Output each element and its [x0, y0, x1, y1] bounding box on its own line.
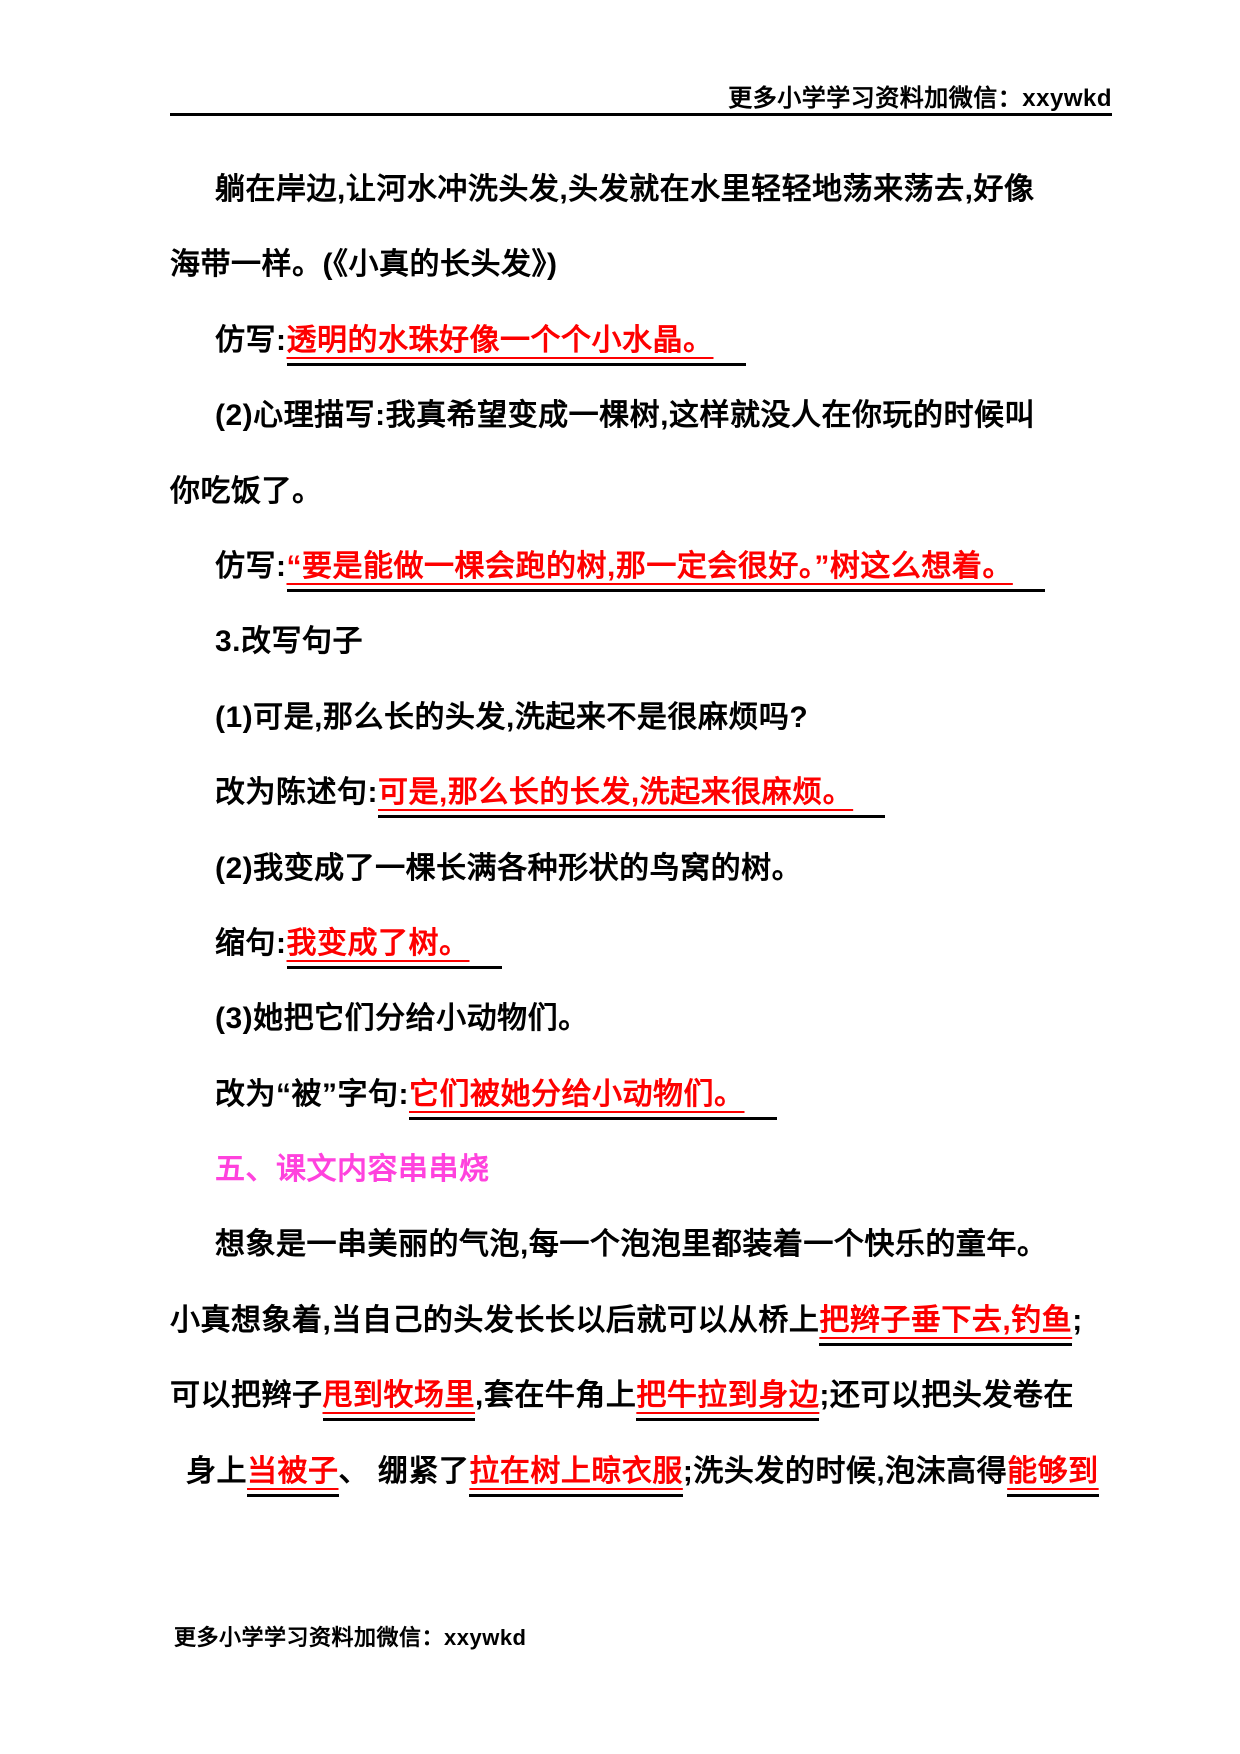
answer-text: 能够到	[1007, 1454, 1099, 1497]
answer-text: 甩到牧场里	[322, 1379, 475, 1422]
body-text: (2)心理描写:我真希望变成一棵树,这样就没人在你玩的时候叫	[215, 399, 1035, 433]
text-line: 仿写:透明的水珠好像一个个小水晶。	[170, 303, 1180, 378]
text-line: 想象是一串美丽的气泡,每一个泡泡里都装着一个快乐的童年。	[170, 1207, 1180, 1282]
body-text: (1)可是,那么长的头发,洗起来不是很麻烦吗?	[215, 700, 809, 734]
body-text: 想象是一串美丽的气泡,每一个泡泡里都装着一个快乐的童年。	[215, 1228, 1048, 1262]
text-line: 躺在岸边,让河水冲洗头发,头发就在水里轻轻地荡来荡去,好像	[170, 152, 1180, 227]
body-text: 改为陈述句:	[215, 776, 378, 810]
body-text: 、 绷紧了	[338, 1454, 470, 1488]
text-line: 改为陈述句:可是,那么长的长发,洗起来很麻烦。	[170, 755, 1180, 830]
body-text: 改为“被”字句:	[215, 1077, 409, 1111]
text-line: (3)她把它们分给小动物们。	[170, 981, 1180, 1056]
text-line: 可以把辫子甩到牧场里,套在牛角上把牛拉到身边;还可以把头发卷在	[170, 1358, 1180, 1433]
body-text: 仿写:	[215, 323, 287, 357]
section-heading: 五、课文内容串串烧	[170, 1132, 1180, 1207]
body-text: 身上	[186, 1454, 247, 1488]
body-text: (3)她把它们分给小动物们。	[215, 1002, 589, 1036]
text-line: (2)心理描写:我真希望变成一棵树,这样就没人在你玩的时候叫	[170, 378, 1180, 453]
body-text: (2)我变成了一棵长满各种形状的鸟窝的树。	[215, 851, 803, 885]
body-text: 缩句:	[215, 926, 287, 960]
document-body: 躺在岸边,让河水冲洗头发,头发就在水里轻轻地荡来荡去,好像海带一样。(《小真的长…	[170, 152, 1180, 1509]
text-line: 身上当被子、 绷紧了拉在树上晾衣服;洗头发的时候,泡沫高得能够到	[170, 1434, 1180, 1509]
text-line: 海带一样。(《小真的长头发》)	[170, 227, 1180, 302]
header-watermark: 更多小学学习资料加微信：xxywkd	[728, 85, 1112, 112]
text-line: 改为“被”字句:它们被她分给小动物们。	[170, 1057, 1180, 1132]
body-text: 你吃饭了。	[170, 474, 323, 508]
answer-text: 把辫子垂下去,钓鱼	[819, 1303, 1073, 1346]
heading-text: 五、课文内容串串烧	[215, 1153, 490, 1187]
body-text: ;还可以把头发卷在	[819, 1379, 1074, 1413]
answer-text: 当被子	[247, 1454, 339, 1497]
answer-text: “要是能做一棵会跑的树,那一定会很好。”树这么想着。	[286, 549, 1045, 592]
text-line: (2)我变成了一棵长满各种形状的鸟窝的树。	[170, 831, 1180, 906]
answer-text: 把牛拉到身边	[636, 1379, 820, 1422]
body-text: 可以把辫子	[170, 1379, 323, 1413]
body-text: ;洗头发的时候,泡沫高得	[682, 1454, 1008, 1488]
body-text: 仿写:	[215, 549, 287, 583]
body-text: 躺在岸边,让河水冲洗头发,头发就在水里轻轻地荡来荡去,好像	[215, 173, 1035, 206]
body-text: ,套在牛角上	[475, 1379, 637, 1413]
text-line: 缩句:我变成了树。	[170, 906, 1180, 981]
header-divider-line	[170, 113, 1112, 116]
text-line: 3.改写句子	[170, 604, 1180, 679]
body-text: ;	[1072, 1303, 1083, 1337]
text-line: 仿写:“要是能做一棵会跑的树,那一定会很好。”树这么想着。	[170, 529, 1180, 604]
text-line: 小真想象着,当自己的头发长长以后就可以从桥上把辫子垂下去,钓鱼;	[170, 1283, 1180, 1358]
answer-text: 可是,那么长的长发,洗起来很麻烦。	[378, 776, 886, 819]
body-text: 海带一样。(《小真的长头发》)	[170, 248, 558, 282]
footer-watermark: 更多小学学习资料加微信：xxywkd	[174, 1625, 527, 1650]
body-text: 3.改写句子	[215, 625, 364, 659]
answer-text: 透明的水珠好像一个个小水晶。	[286, 323, 746, 366]
body-text: 小真想象着,当自己的头发长长以后就可以从桥上	[170, 1303, 820, 1337]
answer-text: 我变成了树。	[286, 926, 502, 969]
text-line: (1)可是,那么长的头发,洗起来不是很麻烦吗?	[170, 680, 1180, 755]
text-line: 你吃饭了。	[170, 454, 1180, 529]
answer-text: 拉在树上晾衣服	[469, 1454, 683, 1497]
answer-text: 它们被她分给小动物们。	[409, 1077, 777, 1120]
